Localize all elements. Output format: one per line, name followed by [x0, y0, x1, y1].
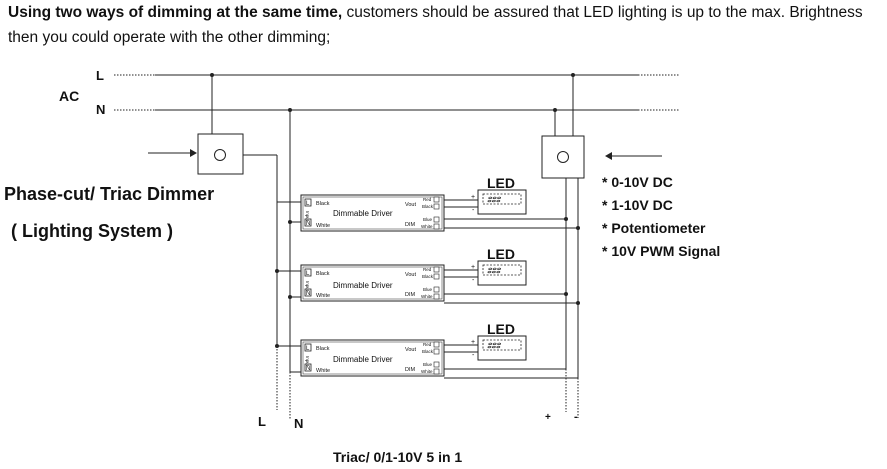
driver-1-input: Input	[305, 211, 310, 222]
led-1-plus: +	[471, 194, 475, 201]
triac-dimmer-box	[197, 133, 244, 175]
dimming-option-1: * 0-10V DC	[602, 174, 673, 190]
led-3-minus: -	[472, 352, 475, 359]
triac-knob-icon	[214, 149, 226, 161]
driver-3-white: White	[316, 368, 330, 374]
footer-caption: Triac/ 0/1-10V 5 in 1	[333, 449, 462, 465]
driver-1-title: Dimmable Driver	[333, 209, 393, 218]
bottom-l-label: L	[258, 414, 266, 429]
driver-2-black-out: Black	[422, 274, 434, 279]
driver-2-black: Black	[316, 271, 330, 277]
driver-3-red: Red	[423, 342, 432, 347]
driver-1-vout: Vout	[405, 202, 416, 208]
led-1-symbol: ⵓⵓⵓ	[487, 196, 502, 204]
driver-3: L N Black White Input Dimmable Driver Vo…	[300, 339, 445, 377]
driver-3-dim: DIM	[405, 367, 416, 373]
bottom-minus-label: -	[574, 411, 578, 423]
led-2-symbol: ⵓⵓⵓ	[487, 267, 502, 275]
led-1-label: LED	[487, 175, 515, 191]
driver-2-blue: Blue	[423, 287, 433, 292]
driver-3-blue: Blue	[423, 362, 433, 367]
driver-1-l-box: L	[306, 201, 310, 207]
triac-wiring	[211, 75, 291, 372]
led-module-2: ⵓⵓⵓ + -	[471, 260, 527, 286]
dimming-option-3: * Potentiometer	[602, 220, 706, 236]
driver-2-vout: Vout	[405, 272, 416, 278]
driver-input-wiring	[277, 201, 301, 373]
driver-2: L N Black White Input Dimmable Driver Vo…	[300, 264, 445, 302]
mains-l-label: L	[96, 68, 104, 83]
driver-1: L N Black White Input Dimmable Driver Vo…	[300, 194, 445, 232]
driver-3-title: Dimmable Driver	[333, 355, 393, 364]
analog-knob-icon	[557, 151, 569, 163]
mains-rails	[114, 74, 680, 111]
driver-2-red: Red	[423, 267, 432, 272]
analog-arrow-icon	[605, 152, 662, 160]
driver-1-white-out: White	[421, 224, 433, 229]
intro-rest: customers should be assured that LED lig…	[8, 4, 863, 46]
driver-3-black: Black	[316, 346, 330, 352]
driver-3-black-out: Black	[422, 349, 434, 354]
driver-3-l-box: L	[306, 346, 310, 352]
led-2-label: LED	[487, 246, 515, 262]
intro-paragraph: Using two ways of dimming at the same ti…	[8, 0, 883, 50]
driver-2-dim: DIM	[405, 292, 416, 298]
analog-wiring	[554, 75, 579, 378]
led-module-3: ⵓⵓⵓ + -	[471, 335, 527, 361]
driver-2-title: Dimmable Driver	[333, 281, 393, 290]
driver-1-n-box: N	[306, 221, 310, 227]
driver-2-input: Input	[305, 281, 310, 292]
driver-1-dim: DIM	[405, 222, 416, 228]
analog-dimmer-box	[541, 135, 585, 179]
driver-1-blue: Blue	[423, 217, 433, 222]
led-1-minus: -	[472, 207, 475, 214]
junction-dots	[210, 73, 580, 348]
bottom-extensions	[276, 346, 579, 420]
driver-1-white: White	[316, 223, 330, 229]
driver-2-n-box: N	[306, 291, 310, 297]
driver-2-white: White	[316, 293, 330, 299]
driver-output-wiring	[444, 199, 578, 379]
led-3-plus: +	[471, 339, 475, 346]
driver-1-black: Black	[316, 201, 330, 207]
mains-n-label: N	[96, 102, 105, 117]
dimming-option-2: * 1-10V DC	[602, 197, 673, 213]
driver-2-white-out: White	[421, 294, 433, 299]
dimming-option-4: * 10V PWM Signal	[602, 243, 720, 259]
driver-3-white-out: White	[421, 369, 433, 374]
triac-caption: Phase-cut/ Triac Dimmer	[4, 184, 214, 204]
led-2-plus: +	[471, 264, 475, 271]
ac-label: AC	[59, 88, 79, 104]
driver-1-black-out: Black	[422, 204, 434, 209]
triac-arrow-icon	[148, 149, 197, 157]
lighting-system-caption: ( Lighting System )	[11, 221, 173, 241]
driver-2-l-box: L	[306, 271, 310, 277]
led-2-minus: -	[472, 277, 475, 284]
driver-1-red: Red	[423, 197, 432, 202]
driver-3-vout: Vout	[405, 347, 416, 353]
driver-3-n-box: N	[306, 366, 310, 372]
led-3-symbol: ⵓⵓⵓ	[487, 342, 502, 350]
led-3-label: LED	[487, 321, 515, 337]
intro-bold: Using two ways of dimming at the same ti…	[8, 4, 343, 21]
led-module-1: ⵓⵓⵓ + -	[471, 189, 527, 215]
bottom-plus-label: +	[545, 412, 551, 423]
bottom-n-label: N	[294, 416, 303, 431]
driver-3-input: Input	[305, 356, 310, 367]
